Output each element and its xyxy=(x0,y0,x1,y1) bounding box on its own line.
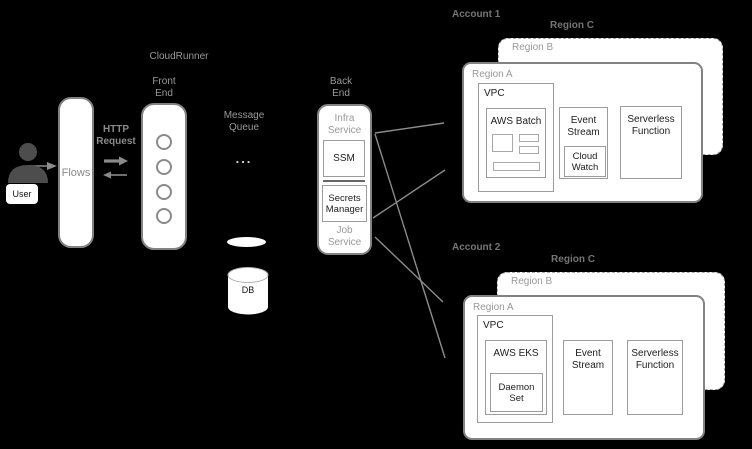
account2-label: Account 2 xyxy=(452,242,501,253)
account2-aws-eks-label: AWS EKS xyxy=(493,348,539,359)
account1-label: Account 1 xyxy=(452,9,501,20)
account2-daemon-set-node: Daemon Set xyxy=(490,373,543,412)
instance-circle-icon xyxy=(156,184,172,200)
account2-serverless-function-label: Serverless Function xyxy=(631,348,679,371)
account1-region-c-label: Region C xyxy=(550,20,594,31)
infra-service-label: Infra Service xyxy=(327,113,362,136)
account1-serverless-function-node: Serverless Function xyxy=(620,106,682,179)
front-end-node xyxy=(141,103,187,250)
connector-infra-to-account1 xyxy=(374,122,445,134)
batch-job-rect xyxy=(519,146,539,154)
account1-cloud-watch-label: Cloud Watch xyxy=(571,150,599,173)
job-service-label: Job Service xyxy=(327,225,362,248)
http-request-label: HTTP Request xyxy=(96,124,136,147)
database-cylinder-icon xyxy=(227,267,269,315)
instance-circle-icon xyxy=(156,208,172,224)
account2-region-b-label: Region B xyxy=(511,276,553,287)
secrets-manager-label: Secrets Manager xyxy=(325,192,364,215)
account2-event-stream-label: Event Stream xyxy=(571,348,605,371)
batch-job-rect xyxy=(519,134,539,142)
queue-ellipsis-icon: ... xyxy=(235,151,253,166)
http-request-arrow xyxy=(104,156,128,166)
ssm-node: SSM xyxy=(323,140,365,177)
instance-circle-icon xyxy=(156,134,172,150)
secrets-manager-node: Secrets Manager xyxy=(322,185,367,222)
account2-daemon-set-label: Daemon Set xyxy=(498,381,535,404)
cloudrunner-title: CloudRunner xyxy=(149,51,209,62)
back-end-label: Back End xyxy=(329,76,353,99)
batch-job-rect xyxy=(493,162,540,171)
service-divider xyxy=(323,180,365,182)
account1-region-b-label: Region B xyxy=(512,42,554,53)
account1-region-a-label: Region A xyxy=(472,69,513,80)
account1-event-stream-label: Event Stream xyxy=(567,115,600,138)
http-response-arrow xyxy=(103,171,127,179)
connector-infra-to-account2 xyxy=(374,133,446,359)
account1-cloud-watch-node: Cloud Watch xyxy=(564,146,606,177)
back-end-node: Infra Service SSM Secrets Manager Job Se… xyxy=(317,104,372,255)
queue-disk-icon xyxy=(227,237,266,247)
account1-vpc-label: VPC xyxy=(484,88,505,99)
message-queue-label: Message Queue xyxy=(223,110,265,133)
ssm-label: SSM xyxy=(333,153,355,164)
user-label: User xyxy=(6,184,38,204)
account1-serverless-function-label: Serverless Function xyxy=(627,114,675,137)
flows-label: Flows xyxy=(61,166,91,179)
account2-event-stream-node: Event Stream xyxy=(563,340,613,415)
connector-secrets-to-account1 xyxy=(372,169,446,219)
user-icon xyxy=(8,143,48,183)
front-end-label: Front End xyxy=(152,76,176,99)
account2-vpc-label: VPC xyxy=(483,320,504,331)
account2-region-a-label: Region A xyxy=(473,302,514,313)
batch-job-rect xyxy=(492,134,513,152)
account1-aws-batch-label: AWS Batch xyxy=(490,116,542,127)
connector-job-to-account2 xyxy=(374,236,444,303)
db-label: DB xyxy=(241,285,255,295)
flows-node: Flows xyxy=(58,97,94,248)
account2-region-c-label: Region C xyxy=(551,254,595,265)
instance-circle-icon xyxy=(156,159,172,175)
account2-serverless-function-node: Serverless Function xyxy=(627,340,683,415)
